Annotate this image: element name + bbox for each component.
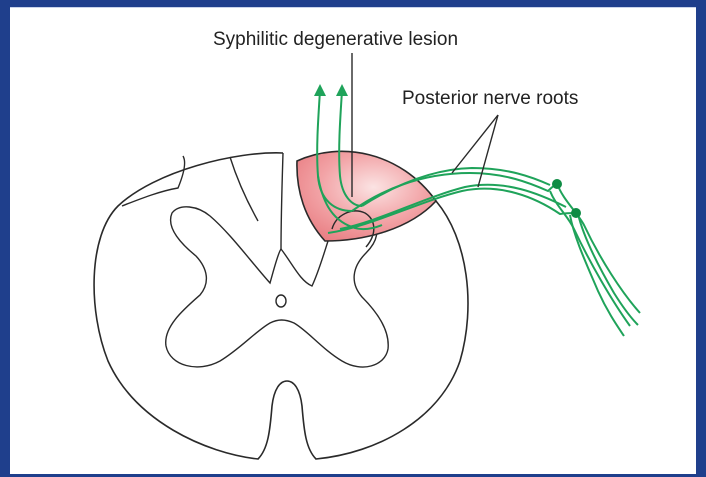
- nerve-roots-label: Posterior nerve roots: [402, 89, 578, 108]
- ganglion-dot-upper: [552, 179, 562, 189]
- nerve-roots-leader-line-1: [452, 115, 498, 173]
- arrowhead-1: [314, 84, 326, 96]
- lesion-label: Syphilitic degenerative lesion: [213, 30, 458, 49]
- figure-canvas: Syphilitic degenerative lesion Posterior…: [10, 7, 696, 474]
- spinal-cord-diagram: [10, 8, 696, 474]
- nerve-roots-leader-line-2: [478, 115, 498, 187]
- central-canal: [276, 295, 286, 307]
- ganglion-dot-lower: [571, 208, 581, 218]
- arrowhead-2: [336, 84, 348, 96]
- peripheral-fibre-a: [550, 191, 630, 326]
